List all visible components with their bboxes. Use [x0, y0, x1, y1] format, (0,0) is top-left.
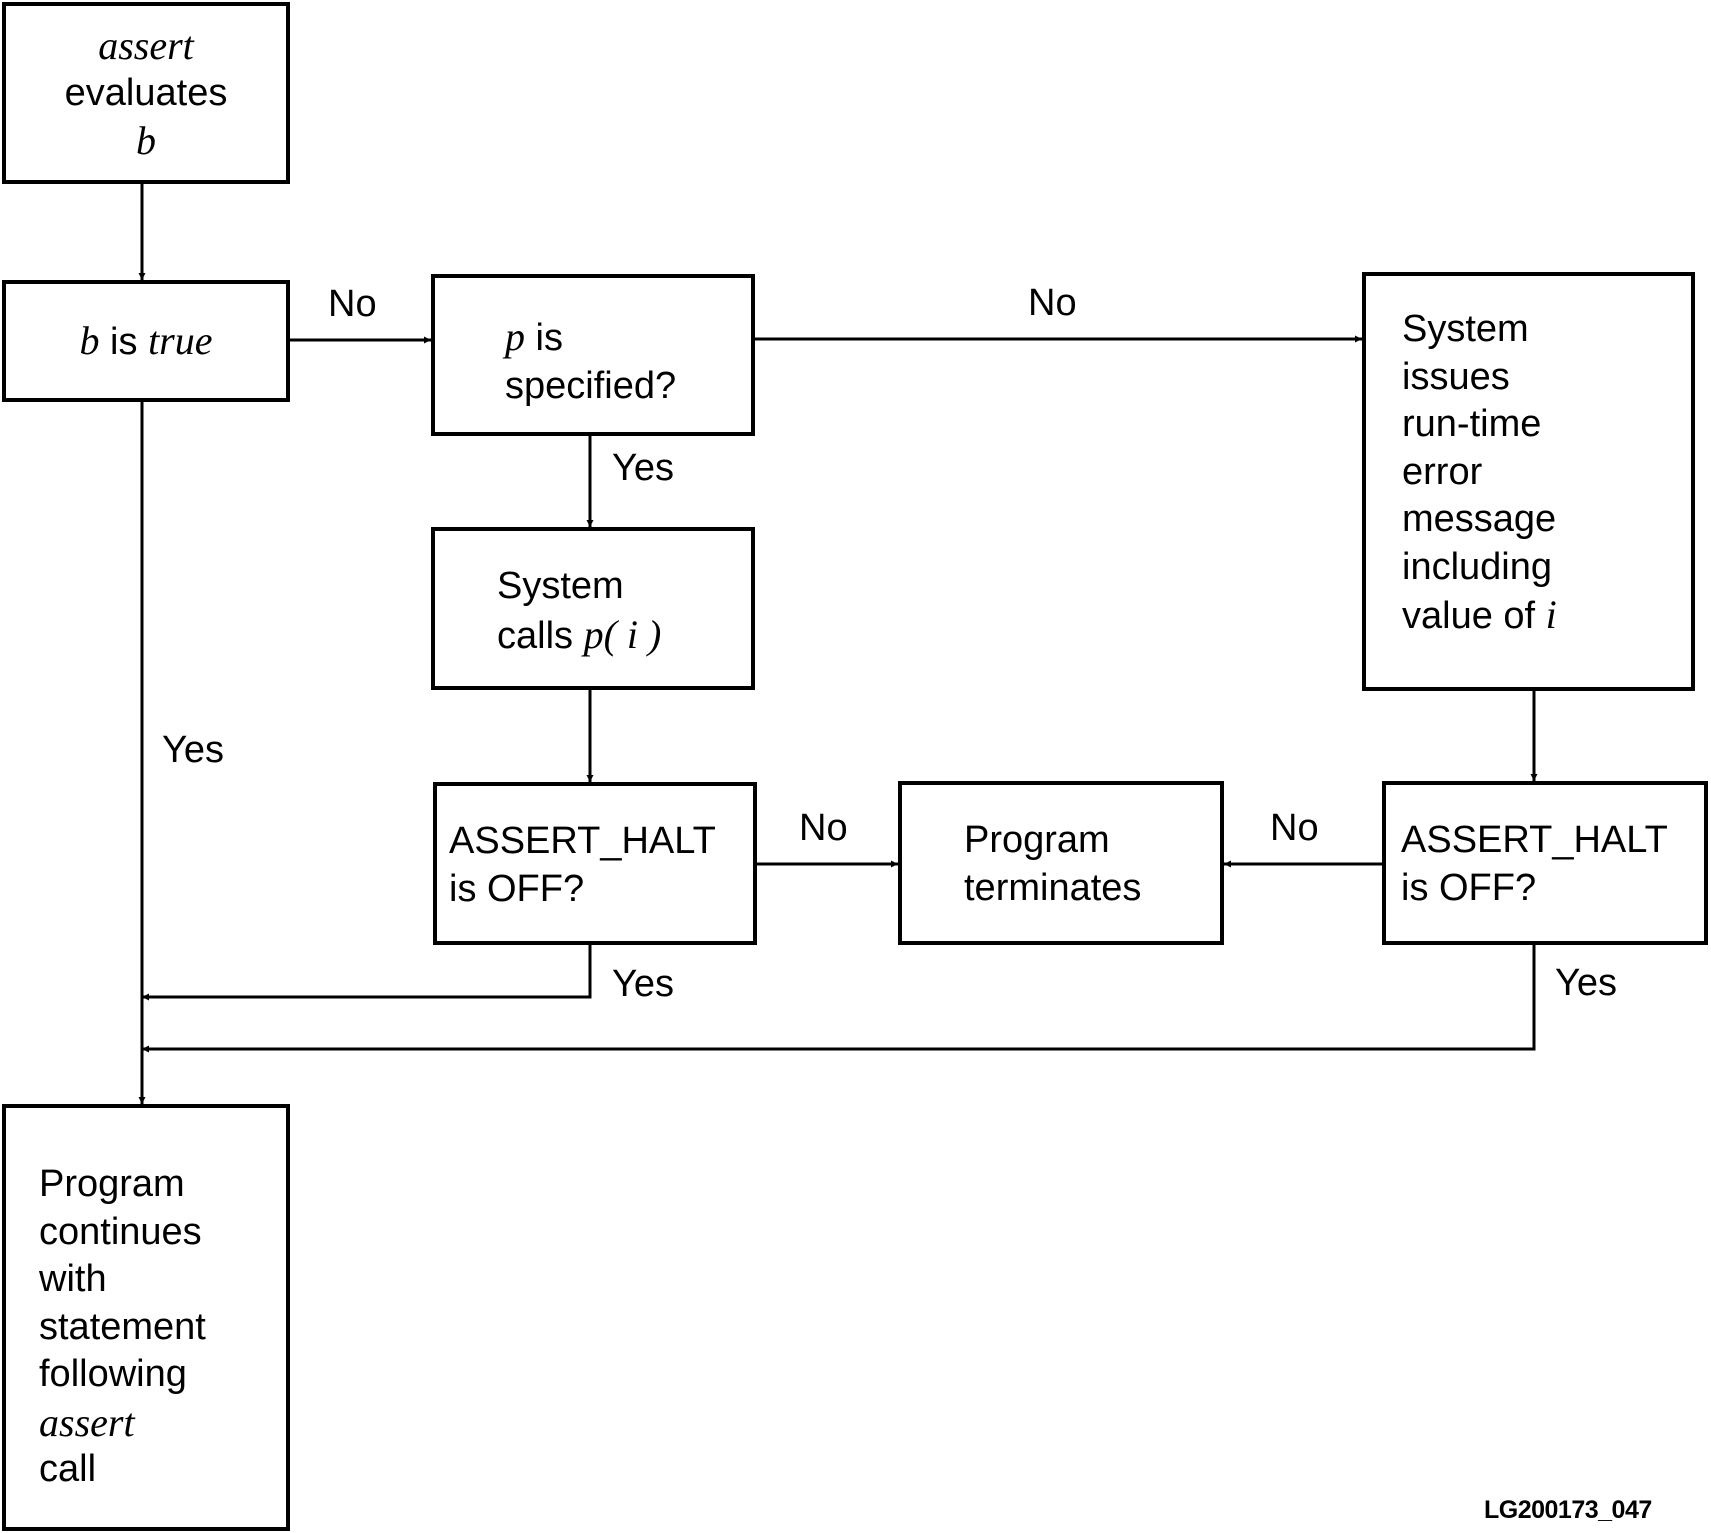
- edge-label-b-true-no: No: [328, 283, 377, 325]
- is-off-text: is OFF?: [1401, 866, 1537, 909]
- error-line: error: [1402, 450, 1483, 493]
- value-of-text: value of: [1402, 595, 1546, 637]
- edge-label-halt-left-no: No: [799, 807, 848, 849]
- edge-label-halt-left-yes: Yes: [612, 963, 674, 1005]
- assert-halt-text: ASSERT_HALT: [1401, 819, 1668, 861]
- node-program-terminates: Program terminates: [898, 781, 1224, 945]
- connector-halt-right-yes: [142, 945, 1536, 1053]
- continues-line: Program: [39, 1163, 185, 1205]
- terminates-text: terminates: [964, 866, 1142, 909]
- true-keyword: true: [148, 318, 213, 363]
- call-text: call: [39, 1448, 97, 1490]
- evaluates-text: evaluates: [64, 71, 228, 114]
- program-text: Program: [964, 819, 1110, 861]
- error-line: including: [1402, 545, 1552, 588]
- assert-halt-text: ASSERT_HALT: [449, 820, 716, 862]
- assert-keyword: assert: [98, 23, 194, 68]
- continues-line: statement: [39, 1305, 206, 1348]
- edge-label-p-yes: Yes: [612, 447, 674, 489]
- is-off-text: is OFF?: [449, 867, 585, 910]
- is-text: is: [99, 321, 149, 363]
- node-assert-halt-right: ASSERT_HALT is OFF?: [1382, 781, 1708, 945]
- edge-label-b-true-yes: Yes: [162, 729, 224, 771]
- node-assert-evaluates: assert evaluates b: [2, 2, 290, 184]
- figure-id: LG200173_047: [1484, 1496, 1652, 1524]
- node-runtime-error: System issues run-time error message inc…: [1362, 272, 1695, 691]
- specified-text: specified?: [505, 364, 677, 407]
- p-variable: p: [505, 314, 525, 359]
- b-variable: b: [136, 118, 156, 163]
- assert-keyword: assert: [39, 1399, 135, 1445]
- p-of-i: p( i ): [583, 611, 662, 657]
- edge-label-p-no: No: [1028, 282, 1077, 324]
- node-b-is-true: b is true: [2, 280, 290, 402]
- continues-line: following: [39, 1353, 187, 1395]
- node-system-calls-p: System calls p( i ): [431, 527, 755, 690]
- is-text: is: [525, 317, 563, 359]
- node-program-continues: Program continues with statement followi…: [2, 1104, 290, 1531]
- error-line: message: [1402, 498, 1557, 540]
- b-variable: b: [79, 318, 100, 363]
- continues-line: continues: [39, 1210, 202, 1253]
- error-line: issues: [1402, 355, 1510, 398]
- node-p-is-specified: p is specified?: [431, 274, 755, 436]
- calls-text: calls: [497, 614, 584, 657]
- i-variable: i: [1545, 592, 1557, 637]
- edge-label-halt-right-no: No: [1270, 807, 1319, 849]
- connector-halt-left-yes: [142, 945, 592, 1001]
- continues-line: with: [39, 1258, 107, 1300]
- edge-label-halt-right-yes: Yes: [1555, 962, 1617, 1004]
- error-line: run-time: [1402, 403, 1542, 445]
- error-line: System: [1402, 308, 1529, 350]
- system-text: System: [497, 565, 624, 607]
- node-assert-halt-left: ASSERT_HALT is OFF?: [433, 782, 757, 945]
